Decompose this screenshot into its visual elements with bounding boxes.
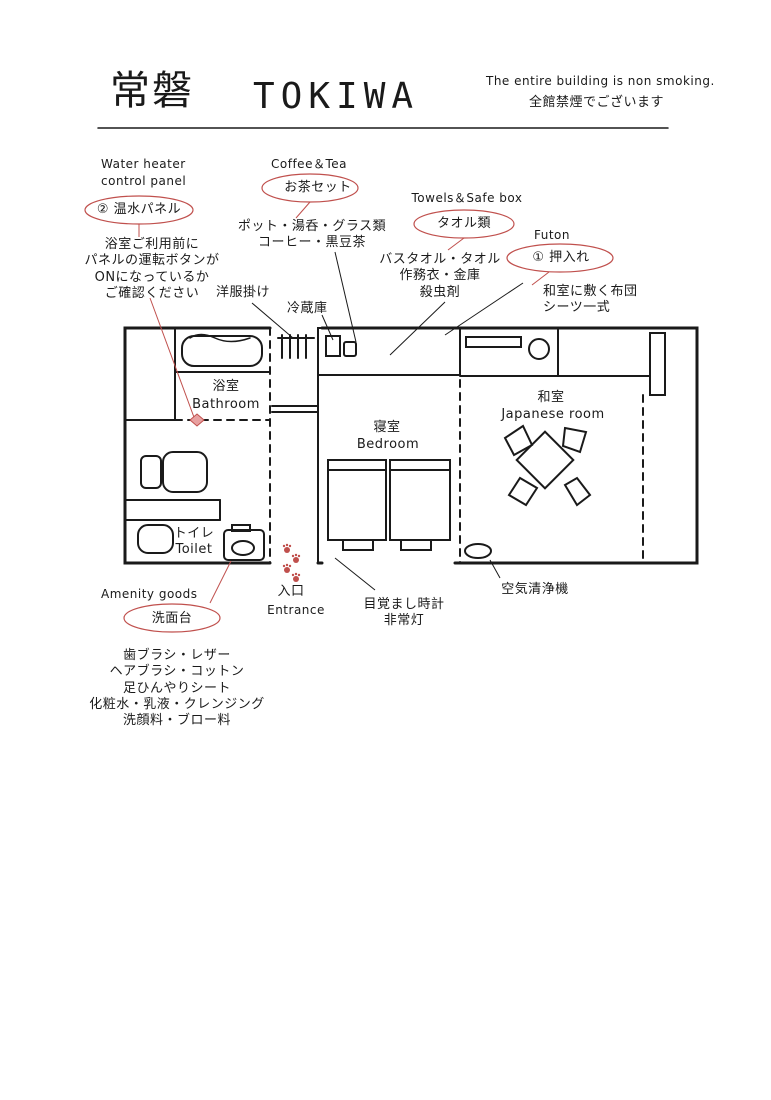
non-smoking-notice-jp: 全館禁煙でございます [529,95,665,110]
toilet-fixture [137,524,174,554]
futon-label: Futon [533,228,571,242]
fridge [325,335,341,357]
amenity-goods-label: Amenity goods [101,587,198,601]
towels-items: バスタオル・タオル 作務衣・金庫 殺虫剤 [379,252,501,300]
fridge-label: 冷蔵庫 [287,301,328,316]
alarm-clock-emergency-light: 目覚まし時計 非常灯 [363,597,445,629]
tea-set-items: ポット・湯呑・グラス類 コーヒー・黒豆茶 [237,219,387,251]
water-heater-panel-label: ② 温水パネル [96,202,182,217]
closet-shelf [465,336,522,348]
cushion [507,476,539,507]
coffee-tea-label: Coffee＆Tea [271,157,347,171]
clothes-hanger-label: 洋服掛け [216,285,271,300]
japanese-room-label-en: Japanese room [501,407,605,422]
towels-label: タオル類 [436,216,492,231]
bathroom-label-jp: 浴室 [212,379,240,394]
bath-chair [162,451,208,493]
tea-set-label: お茶セット [284,180,352,195]
bathroom-label-en: Bathroom [192,397,260,412]
air-purifier-label: 空気清浄機 [501,582,569,597]
water-heater-label-1: Water heater [101,157,186,171]
towels-safe-label: Towels＆Safe box [411,191,523,205]
washbasin-label: 洗面台 [151,611,193,626]
low-table [515,430,575,490]
room-title-jp: 常磐 [110,68,194,114]
closet-label: ① 押入れ [532,250,590,265]
bedroom-label-jp: 寝室 [373,420,401,435]
cushion [563,476,592,507]
toilet-label-jp: トイレ [173,526,215,541]
bedroom-label-en: Bedroom [356,437,420,452]
room-title-en: TOKIWA [253,76,420,117]
entrance-label-en: Entrance [267,603,325,617]
toilet-label-en: Toilet [175,542,213,557]
cushion [561,426,588,454]
futon-items: 和室に敷く布団 シーツ一式 [543,284,638,316]
water-heater-label-2: control panel [101,174,187,188]
bed-right [389,459,451,541]
outer-wall-right [320,326,699,565]
footprints [282,543,301,582]
air-purifier-shape [464,543,492,559]
japanese-room-label-jp: 和室 [537,390,565,405]
outer-wall-left [123,326,272,565]
water-heater-marker [189,413,205,427]
entrance-label-jp: 入口 [277,584,305,599]
water-heater-note: 浴室ご利用前に パネルの運転ボタンが ONになっているか ご確認ください [84,237,220,301]
bathtub [181,335,263,367]
amenity-items: 歯ブラシ・レザー ヘアブラシ・コットン 足ひんやりシート 化粧水・乳液・クレンジ… [89,648,265,728]
non-smoking-notice-en: The entire building is non smoking. [486,74,715,88]
bed-left [327,459,387,541]
cushion [503,424,534,457]
